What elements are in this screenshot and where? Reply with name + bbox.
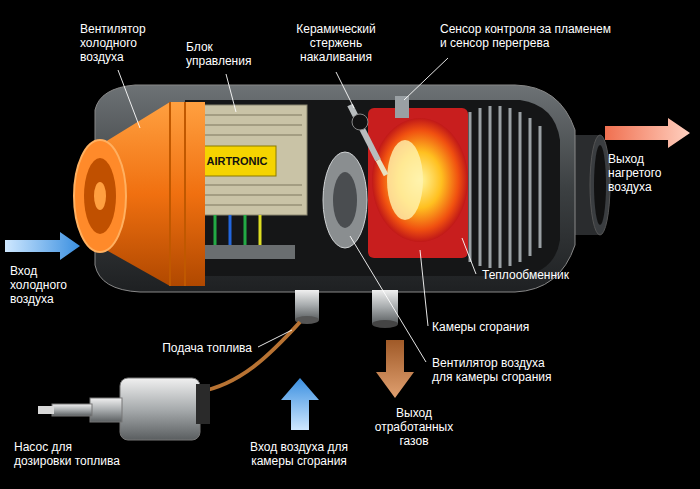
flow-label: Вход холодного воздуха <box>10 264 84 306</box>
part-label: Камеры сгорания <box>432 320 552 334</box>
brand-label: AIRTRONIC <box>198 154 276 168</box>
part-label: Насос для дозировки топлива <box>14 440 126 468</box>
part-label: Сенсор контроля за пламенем и сенсор пер… <box>440 22 618 50</box>
flow-label: Выход отработанных газов <box>368 406 460 448</box>
flow-label: Выход нагретого воздуха <box>608 152 688 194</box>
flow-label: Вход воздуха для камеры сгорания <box>236 440 362 468</box>
part-label: Подача топлива <box>140 341 252 355</box>
part-label: Керамический стержень накаливания <box>284 22 388 64</box>
part-label: Теплообменник <box>482 268 592 282</box>
part-label: Вентилятор воздуха для камеры сгорания <box>432 356 566 384</box>
part-label: Вентилятор холодного воздуха <box>80 22 158 64</box>
part-label: Блок управления <box>186 40 258 68</box>
